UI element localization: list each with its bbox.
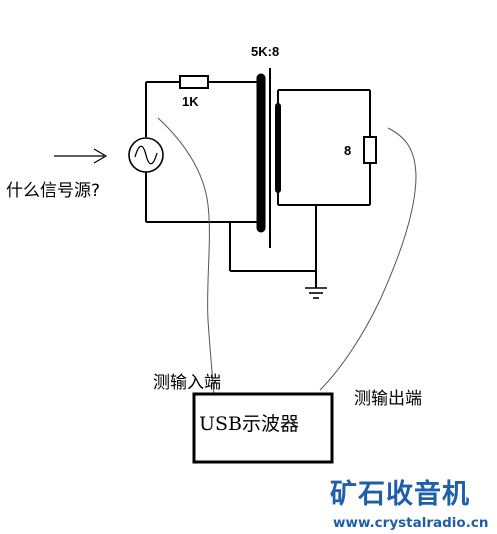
transformer [256, 68, 281, 248]
output-probe-wire [319, 127, 417, 391]
load-resistor-label: 8 [344, 143, 351, 158]
output-probe-label: 测输出端 [354, 389, 422, 409]
ground-icon [305, 287, 327, 299]
secondary-circuit [277, 89, 371, 206]
transformer-ratio-label: 5K:8 [251, 44, 279, 59]
primary-resistor [179, 75, 209, 89]
input-probe-label: 测输入端 [153, 373, 221, 393]
primary-circuit [145, 81, 258, 223]
oscilloscope-label: USB示波器 [199, 413, 299, 435]
arrow-right-icon [54, 148, 108, 164]
signal-source-question: 什么信号源? [6, 181, 100, 201]
oscilloscope-box [192, 392, 334, 464]
watermark-logo: 矿石收音机 [330, 478, 470, 510]
input-probe-wire [157, 117, 215, 396]
ac-source-icon [128, 137, 164, 173]
load-resistor [363, 136, 377, 164]
watermark-site: www.crystalradio.cn [333, 515, 488, 531]
primary-resistor-label: 1K [182, 94, 199, 109]
ground-wiring [229, 205, 317, 288]
